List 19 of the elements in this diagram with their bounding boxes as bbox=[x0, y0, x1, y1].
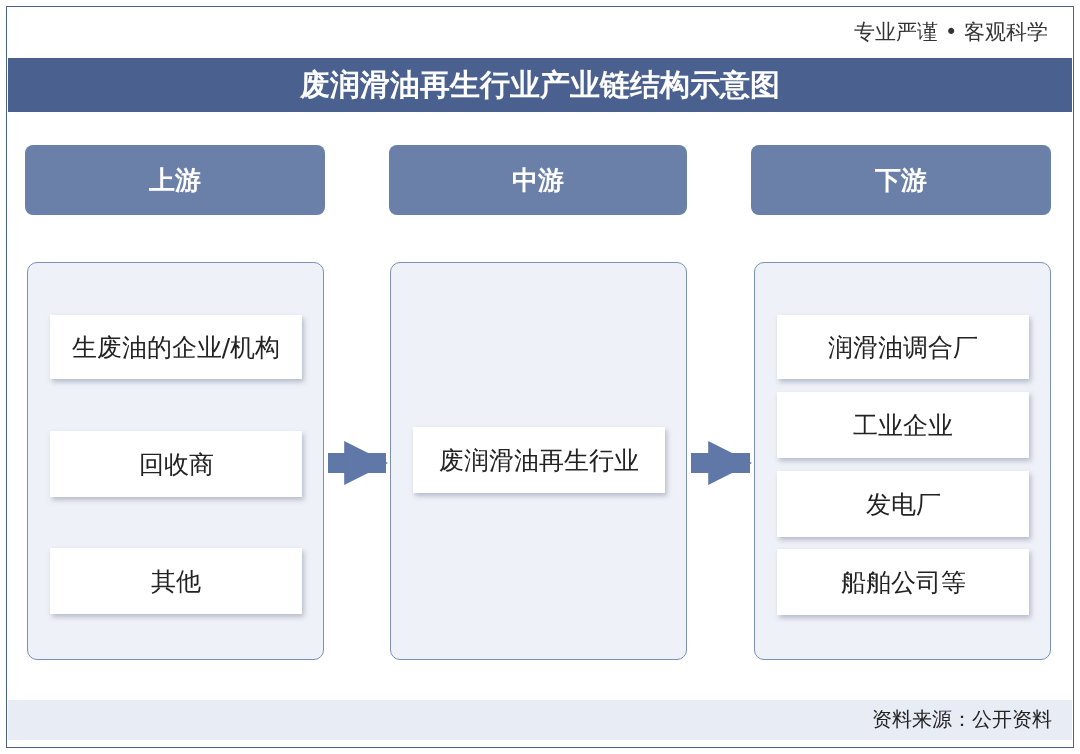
stage-header: 下游 bbox=[751, 145, 1051, 215]
panel-box bbox=[390, 262, 687, 660]
item-box: 废润滑油再生行业 bbox=[413, 427, 665, 493]
arrow bbox=[328, 441, 389, 485]
item-box: 生废油的企业/机构 bbox=[50, 315, 302, 379]
item-box: 船舶公司等 bbox=[777, 549, 1029, 615]
item-box: 其他 bbox=[50, 548, 302, 614]
item-box: 工业企业 bbox=[777, 392, 1029, 458]
stage-header: 中游 bbox=[389, 145, 687, 215]
title: 废润滑油再生行业产业链结构示意图 bbox=[299, 66, 781, 104]
panel-box bbox=[754, 262, 1051, 660]
arrow bbox=[691, 441, 753, 485]
item-box: 回收商 bbox=[50, 431, 302, 497]
source-note: 资料来源：公开资料 bbox=[872, 706, 1052, 733]
stage-header: 上游 bbox=[25, 145, 325, 215]
panel-box bbox=[27, 262, 324, 660]
tagline: 专业严谨 • 客观科学 bbox=[854, 19, 1048, 46]
item-box: 发电厂 bbox=[777, 471, 1029, 537]
item-box: 润滑油调合厂 bbox=[777, 315, 1029, 379]
